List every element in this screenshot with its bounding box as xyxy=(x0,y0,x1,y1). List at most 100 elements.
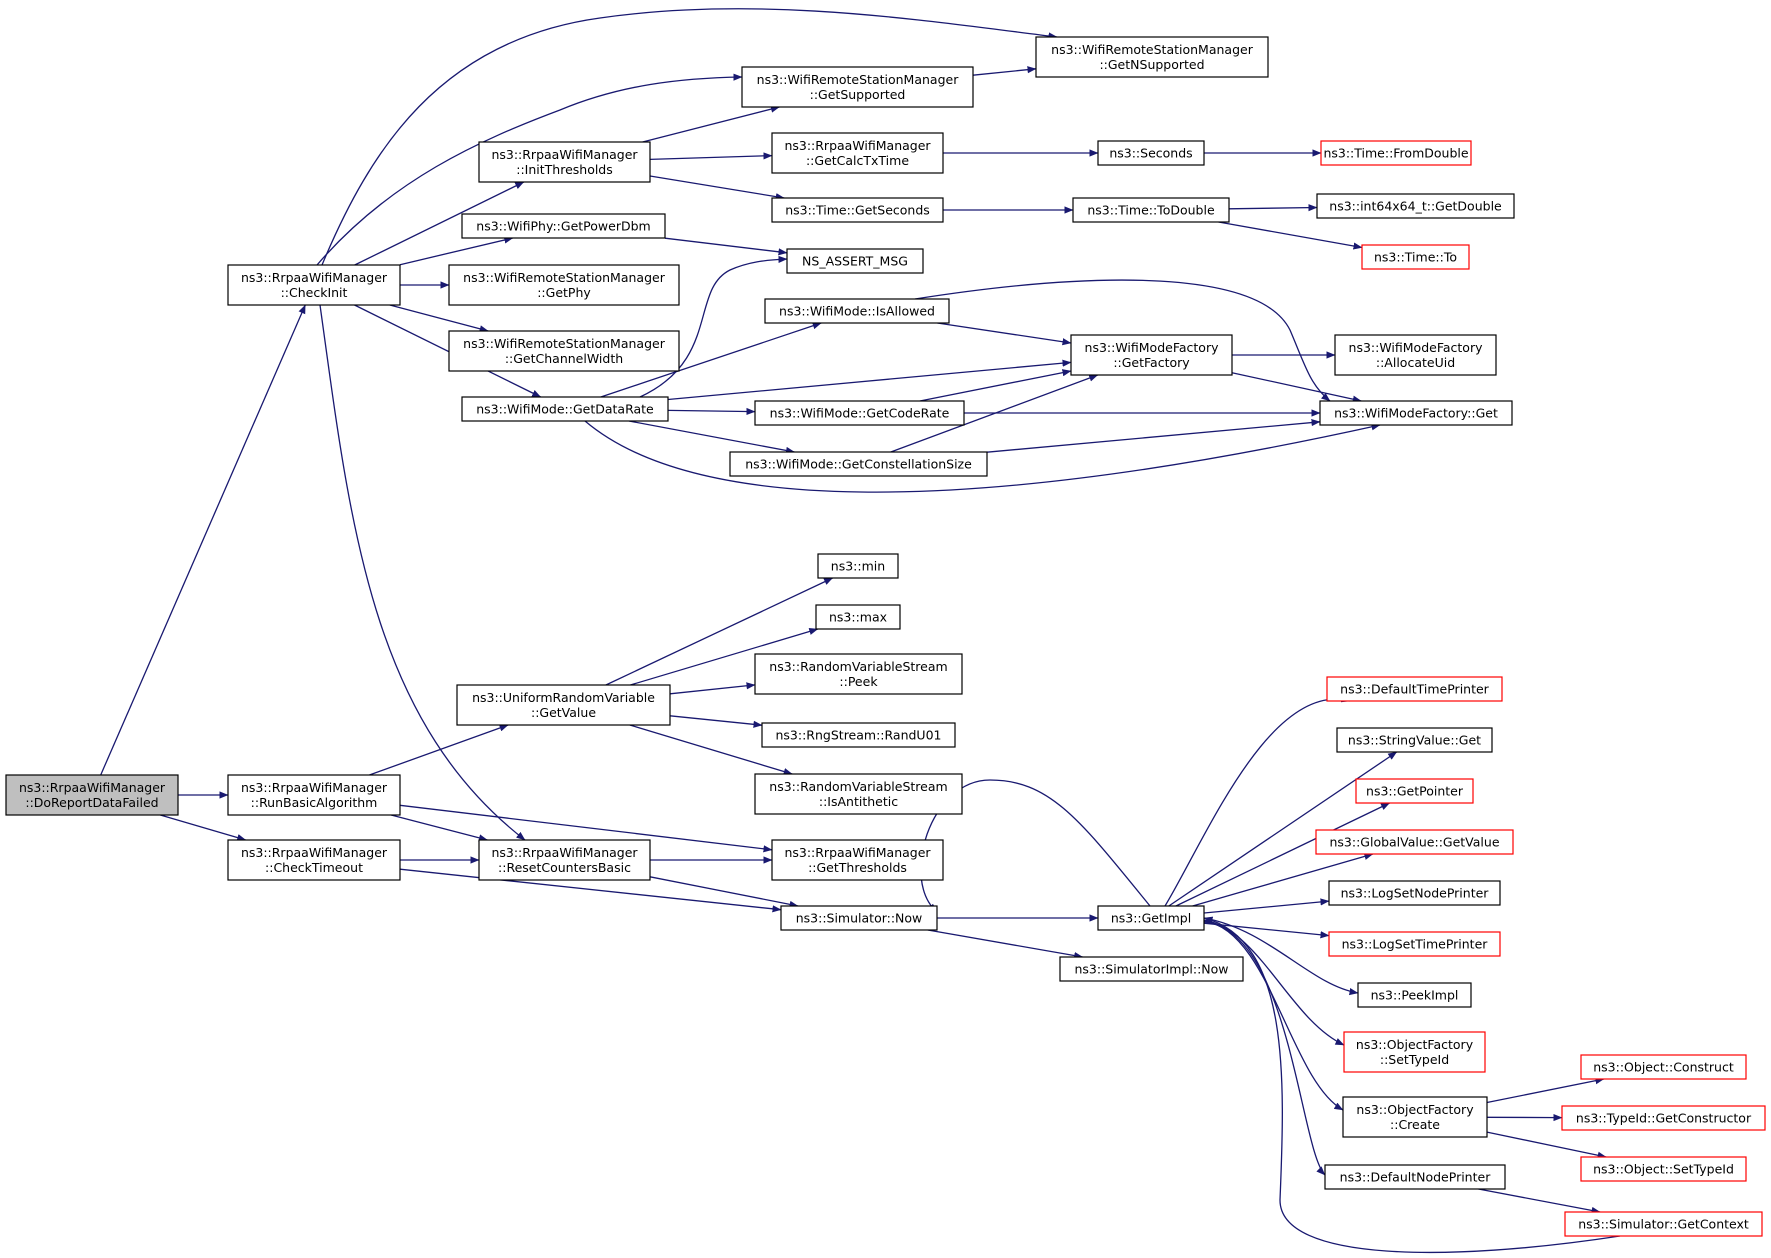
node-timeto[interactable]: ns3::Time::To xyxy=(1361,244,1470,270)
node-getfactory[interactable]: ns3::WifiModeFactory::GetFactory xyxy=(1070,334,1233,376)
node-peek[interactable]: ns3::RandomVariableStream::Peek xyxy=(754,653,963,695)
node-label: ns3::RrpaaWifiManager xyxy=(241,270,388,285)
node-isanti[interactable]: ns3::RandomVariableStream::IsAntithetic xyxy=(754,773,963,815)
node-label: ::ResetCountersBasic xyxy=(498,860,631,875)
edge-datarate-to-constsize xyxy=(628,420,795,454)
node-getcontext[interactable]: ns3::Simulator::GetContext xyxy=(1564,1211,1763,1237)
edge-checkinit-to-nsupported xyxy=(321,8,1058,266)
node-min[interactable]: ns3::min xyxy=(817,553,899,579)
node-nsupported[interactable]: ns3::WifiRemoteStationManager::GetNSuppo… xyxy=(1035,36,1269,78)
node-box xyxy=(771,839,944,881)
node-isallowed[interactable]: ns3::WifiMode::IsAllowed xyxy=(764,298,950,324)
node-box xyxy=(227,774,401,816)
node-label: ::GetPhy xyxy=(537,285,591,300)
node-box xyxy=(780,905,938,931)
node-label: ns3::LogSetNodePrinter xyxy=(1341,886,1490,901)
node-getpointer[interactable]: ns3::GetPointer xyxy=(1355,778,1474,804)
node-assert[interactable]: NS_ASSERT_MSG xyxy=(786,248,924,274)
node-label: ::Peek xyxy=(839,674,878,689)
node-box xyxy=(461,396,669,422)
node-getseconds[interactable]: ns3::Time::GetSeconds xyxy=(771,197,944,223)
node-label: ns3::max xyxy=(829,610,887,625)
edge-datarate-to-coderate xyxy=(667,407,756,416)
node-checktimeout[interactable]: ns3::RrpaaWifiManager::CheckTimeout xyxy=(227,839,401,881)
node-box xyxy=(761,722,956,748)
node-allocuid[interactable]: ns3::WifiModeFactory::AllocateUid xyxy=(1334,334,1497,376)
node-box xyxy=(786,248,924,274)
edge-simnow-to-simimplnow xyxy=(927,929,1084,960)
node-label: ns3::GetPointer xyxy=(1366,784,1464,799)
node-getimpl[interactable]: ns3::GetImpl xyxy=(1097,905,1205,931)
node-gvgetvalue[interactable]: ns3::GlobalValue::GetValue xyxy=(1315,829,1514,855)
node-objconstruct[interactable]: ns3::Object::Construct xyxy=(1580,1054,1747,1080)
edge-runbasic-to-getthresh xyxy=(399,804,773,853)
node-label: ::GetFactory xyxy=(1113,355,1190,370)
node-ofsettype[interactable]: ns3::ObjectFactory::SetTypeId xyxy=(1343,1031,1486,1073)
node-box xyxy=(1316,193,1515,219)
node-initthresh[interactable]: ns3::RrpaaWifiManager::InitThresholds xyxy=(478,141,651,183)
node-getctor[interactable]: ns3::TypeId::GetConstructor xyxy=(1561,1105,1766,1131)
edge-datarate-to-wmfget xyxy=(584,420,1381,493)
node-datarate[interactable]: ns3::WifiMode::GetDataRate xyxy=(461,396,669,422)
node-getdouble[interactable]: ns3::int64x64_t::GetDouble xyxy=(1316,193,1515,219)
node-box xyxy=(1564,1211,1763,1237)
node-seconds[interactable]: ns3::Seconds xyxy=(1097,140,1205,166)
node-simnow[interactable]: ns3::Simulator::Now xyxy=(780,905,938,931)
node-objsettype[interactable]: ns3::Object::SetTypeId xyxy=(1580,1156,1747,1182)
node-max[interactable]: ns3::max xyxy=(815,604,901,630)
node-box xyxy=(456,684,671,726)
node-getsupported[interactable]: ns3::WifiRemoteStationManager::GetSuppor… xyxy=(741,66,974,108)
node-box xyxy=(1097,140,1205,166)
node-label: NS_ASSERT_MSG xyxy=(802,254,908,269)
node-constsize[interactable]: ns3::WifiMode::GetConstellationSize xyxy=(729,451,988,477)
node-randu01[interactable]: ns3::RngStream::RandU01 xyxy=(761,722,956,748)
node-getphy[interactable]: ns3::WifiRemoteStationManager::GetPhy xyxy=(448,264,680,306)
node-box xyxy=(754,773,963,815)
node-deftime[interactable]: ns3::DefaultTimePrinter xyxy=(1326,676,1503,702)
node-fromdouble[interactable]: ns3::Time::FromDouble xyxy=(1320,140,1472,166)
edge-runbasic-to-resetcounters xyxy=(390,814,488,842)
node-simimplnow[interactable]: ns3::SimulatorImpl::Now xyxy=(1059,956,1244,982)
node-label: ns3::RandomVariableStream xyxy=(769,779,947,794)
node-uniform[interactable]: ns3::UniformRandomVariable::GetValue xyxy=(456,684,671,726)
node-label: ns3::WifiRemoteStationManager xyxy=(1051,42,1254,57)
node-powerdbm[interactable]: ns3::WifiPhy::GetPowerDbm xyxy=(461,213,666,239)
node-wmfget[interactable]: ns3::WifiModeFactory::Get xyxy=(1319,400,1513,426)
node-lognode[interactable]: ns3::LogSetNodePrinter xyxy=(1328,880,1501,906)
node-label: ns3::RrpaaWifiManager xyxy=(241,780,388,795)
edge-dorep-to-checktimeout xyxy=(160,814,247,842)
node-checkinit[interactable]: ns3::RrpaaWifiManager::CheckInit xyxy=(227,264,401,306)
node-label: ns3::RngStream::RandU01 xyxy=(776,728,942,743)
node-label: ::AllocateUid xyxy=(1376,355,1455,370)
node-resetcounters[interactable]: ns3::RrpaaWifiManager::ResetCountersBasi… xyxy=(478,839,651,881)
edge-getimpl-to-peekimpl xyxy=(1203,917,1359,996)
edge-checkinit-to-resetcounters xyxy=(319,304,526,841)
node-box xyxy=(478,839,651,881)
edge-checkinit-to-chwidth xyxy=(389,304,489,333)
node-box xyxy=(448,264,680,306)
node-box xyxy=(764,298,950,324)
edge-todouble-to-getdouble xyxy=(1228,204,1318,212)
node-box xyxy=(1342,1096,1488,1138)
node-coderate[interactable]: ns3::WifiMode::GetCodeRate xyxy=(754,400,965,426)
node-peekimpl[interactable]: ns3::PeekImpl xyxy=(1357,982,1472,1008)
node-todouble[interactable]: ns3::Time::ToDouble xyxy=(1072,197,1230,223)
node-label: ns3::DefaultTimePrinter xyxy=(1340,682,1490,697)
node-defnode[interactable]: ns3::DefaultNodePrinter xyxy=(1324,1164,1506,1190)
node-runbasic[interactable]: ns3::RrpaaWifiManager::RunBasicAlgorithm xyxy=(227,774,401,816)
edge-checktimeout-to-simnow xyxy=(399,868,782,913)
node-ofcreate[interactable]: ns3::ObjectFactory::Create xyxy=(1342,1096,1488,1138)
edge-datarate-to-getfactory xyxy=(667,359,1072,401)
node-dorep[interactable]: ns3::RrpaaWifiManager::DoReportDataFaile… xyxy=(5,774,179,816)
node-strget[interactable]: ns3::StringValue::Get xyxy=(1336,727,1493,753)
node-calctx[interactable]: ns3::RrpaaWifiManager::GetCalcTxTime xyxy=(771,132,944,174)
edge-datarate-to-isallowed xyxy=(600,322,822,398)
edge-ofcreate-to-objconstruct xyxy=(1486,1077,1605,1104)
node-getthresh[interactable]: ns3::RrpaaWifiManager::GetThresholds xyxy=(771,839,944,881)
edge-constsize-to-wmfget xyxy=(986,418,1321,453)
node-logtime[interactable]: ns3::LogSetTimePrinter xyxy=(1328,931,1501,957)
node-label: ns3::Simulator::Now xyxy=(796,911,923,926)
node-box xyxy=(1328,931,1501,957)
nodes-layer: ns3::RrpaaWifiManager::DoReportDataFaile… xyxy=(5,36,1766,1237)
node-chwidth[interactable]: ns3::WifiRemoteStationManager::GetChanne… xyxy=(448,330,680,372)
